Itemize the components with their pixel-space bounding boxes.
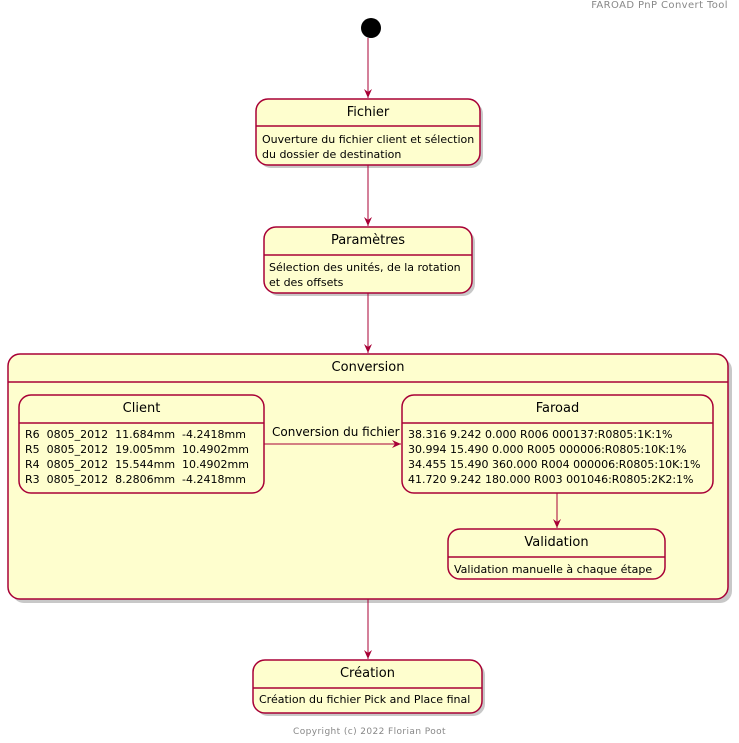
faroad-title: Faroad <box>535 401 580 416</box>
creation-title: Création <box>339 666 395 681</box>
client-record-line: R6 0805_2012 11.684mm -4.2418mm <box>25 428 246 441</box>
diagram-header: FAROAD PnP Convert Tool <box>591 0 728 11</box>
client-record-line: R4 0805_2012 15.544mm 10.4902mm <box>25 458 249 471</box>
fichier-description-line: Ouverture du fichier client et sélection <box>262 133 475 146</box>
faroad-record-line: 41.720 9.242 180.000 R003 001046:R0805:2… <box>408 473 694 486</box>
fichier-description-line: du dossier de destination <box>262 148 402 161</box>
conversion-transition-label: Conversion du fichier <box>272 425 400 439</box>
parametres-description-line: Sélection des unités, de la rotation <box>269 261 461 274</box>
validation-description: Validation manuelle à chaque étape <box>454 563 653 576</box>
client-record-line: R5 0805_2012 19.005mm 10.4902mm <box>25 443 249 456</box>
start-node <box>361 18 381 38</box>
conversion-title: Conversion <box>331 360 405 375</box>
fichier-title: Fichier <box>346 105 390 120</box>
state-validation <box>447 528 666 580</box>
state-creation <box>252 659 483 714</box>
transitions <box>264 38 561 659</box>
client-record-line: R3 0805_2012 8.2806mm -4.2418mm <box>25 473 246 486</box>
parametres-description-line: et des offsets <box>269 276 344 289</box>
faroad-record-line: 38.316 9.242 0.000 R006 000137:R0805:1K:… <box>408 428 673 441</box>
parametres-title: Paramètres <box>330 233 406 248</box>
creation-description: Création du fichier Pick and Place final <box>259 693 471 706</box>
validation-title: Validation <box>524 535 589 550</box>
faroad-record-line: 34.455 15.490 360.000 R004 000006:R0805:… <box>408 458 701 471</box>
state-client <box>18 394 265 494</box>
client-title: Client <box>122 401 161 416</box>
faroad-record-line: 30.994 15.490 0.000 R005 000006:R0805:10… <box>408 443 687 456</box>
diagram-footer: Copyright (c) 2022 Florian Poot <box>293 727 446 737</box>
